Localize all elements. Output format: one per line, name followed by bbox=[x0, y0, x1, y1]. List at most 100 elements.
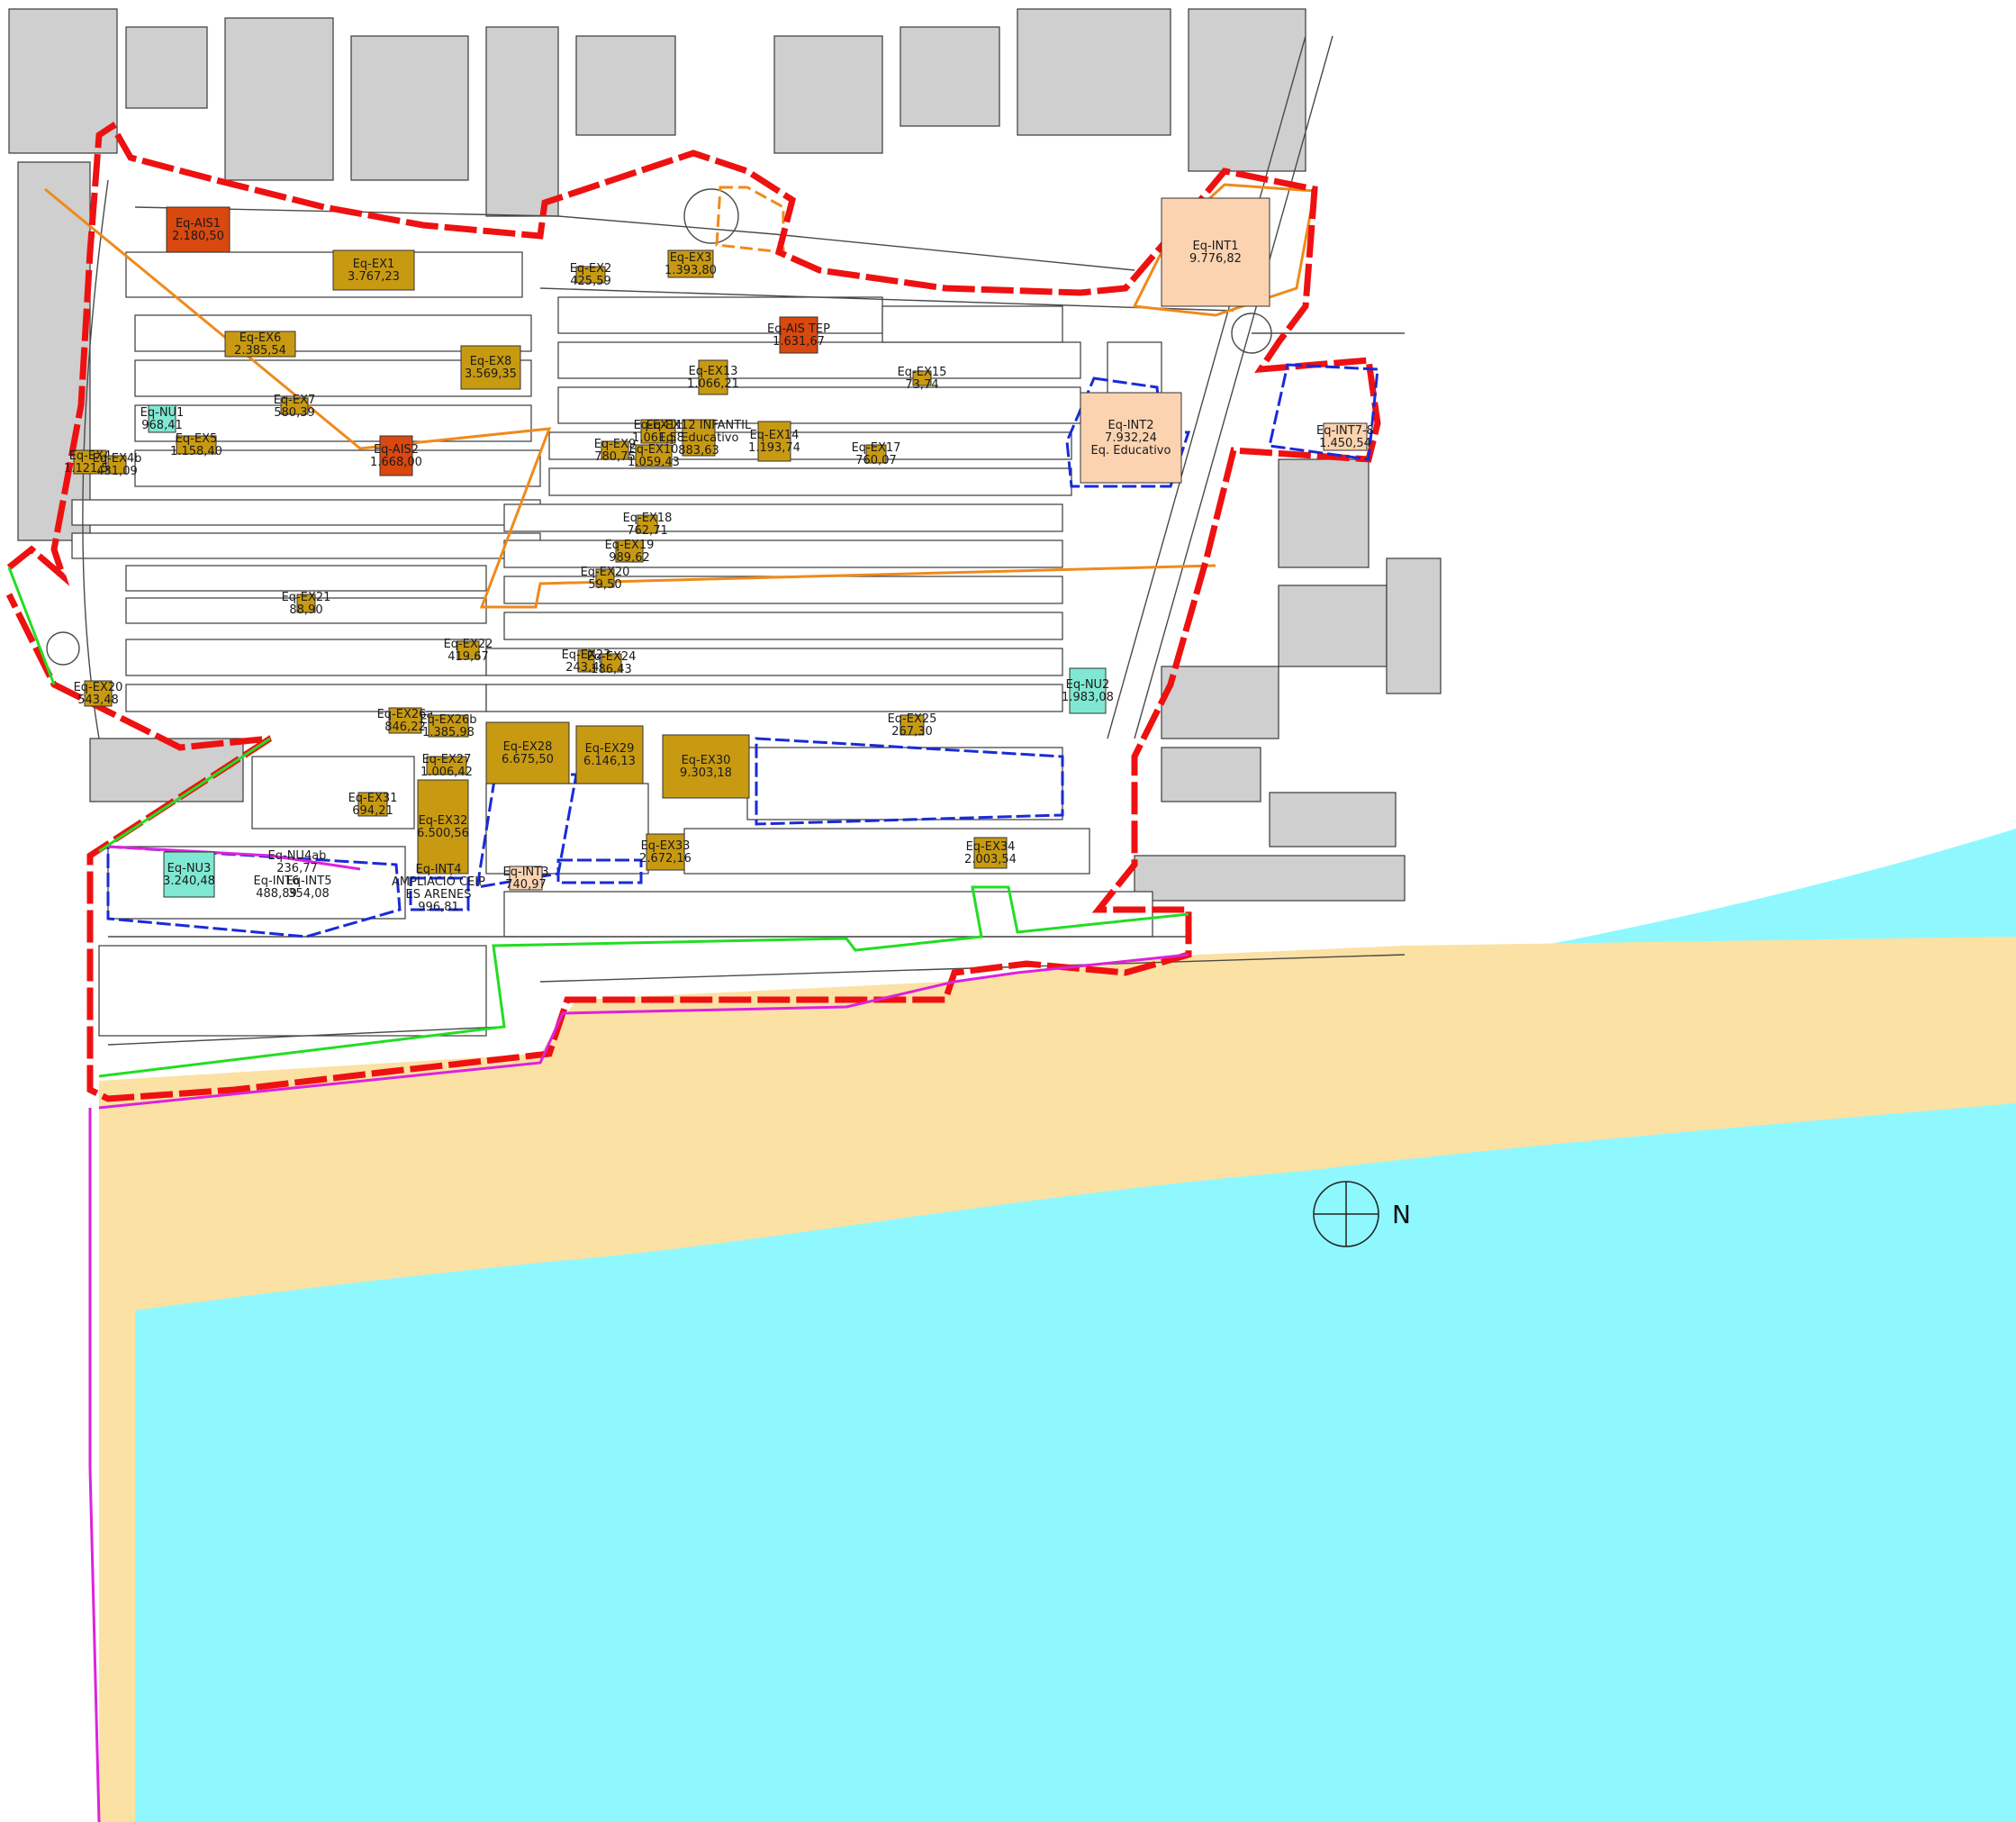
plot-area-ex31 bbox=[357, 792, 388, 817]
plot-area-ex12 bbox=[682, 419, 716, 457]
plot-label-ex4: Eq-EX4 bbox=[69, 449, 112, 463]
plot-label-ex14: 1.193,74 bbox=[748, 441, 800, 455]
plot-label-ex15: 73,74 bbox=[905, 378, 938, 392]
plot-label-ex26a: Eq-EX26a bbox=[377, 708, 434, 721]
plot-area-ex4b bbox=[107, 455, 127, 475]
plot-label-ex12: Eq-EX12 INFANTIL bbox=[646, 419, 752, 432]
plot-label-ex21: 88,90 bbox=[289, 603, 322, 617]
plot-label-ex26b: 1.385,98 bbox=[422, 726, 475, 739]
plot-label-int4: Eq-INT4 bbox=[416, 863, 462, 876]
plot-area-ais_tep bbox=[779, 316, 818, 354]
plot-label-ex28: Eq-EX28 bbox=[503, 740, 553, 754]
plot-label-ex2: 425,59 bbox=[570, 275, 611, 288]
plot-label-ex20b: 59,50 bbox=[588, 578, 621, 592]
plot-label-int4: 996,81 bbox=[418, 901, 459, 914]
plot-label-ex34: 2.003,54 bbox=[964, 853, 1017, 866]
plot-area-ex21 bbox=[296, 594, 316, 613]
plot-ex1: Eq-EX13.767,23 bbox=[332, 249, 415, 291]
plot-area-ex15 bbox=[912, 370, 932, 386]
plot-area-ex27 bbox=[426, 756, 467, 775]
plot-label-nu3: 3.240,48 bbox=[163, 875, 215, 888]
plot-area-ex1 bbox=[332, 249, 415, 291]
plot-label-ais1: 2.180,50 bbox=[172, 230, 224, 243]
plot-area-int3 bbox=[509, 866, 543, 891]
plot-label-nu2: Eq-NU2 bbox=[1066, 678, 1110, 692]
plot-label-ex8: 3.569,35 bbox=[465, 367, 517, 381]
plot-label-ex1: 3.767,23 bbox=[348, 270, 400, 284]
plot-label-ais2: Eq-AIS2 bbox=[374, 443, 419, 457]
plot-label-ex19: 989,62 bbox=[609, 551, 650, 565]
plot-area-ex29 bbox=[575, 725, 644, 784]
plot-area-nu3 bbox=[163, 851, 215, 898]
plot-label-int4: AMPLIACIÓ CEIP bbox=[392, 875, 485, 889]
plot-area-ex7 bbox=[280, 397, 309, 415]
plot-label-int4: ES ARENES bbox=[406, 888, 472, 902]
plot-label-int2: Eq-INT2 bbox=[1108, 419, 1154, 432]
plot-label-ex4b: 431,09 bbox=[96, 465, 138, 478]
plot-area-int78 bbox=[1323, 422, 1368, 451]
plot-label-ais2: 1.668,00 bbox=[370, 456, 422, 469]
plot-label-int5: 354,08 bbox=[288, 887, 330, 901]
plot-area-ex20b bbox=[595, 568, 615, 588]
plot-label-int5: Eq-INT5 bbox=[286, 875, 332, 888]
plot-area-ex2 bbox=[575, 266, 606, 284]
plot-label-ex2: Eq-EX2 bbox=[570, 262, 612, 276]
plot-label-ex24: 186,43 bbox=[591, 663, 632, 676]
plot-label-ex18: 762,71 bbox=[627, 524, 668, 538]
plot-area-ex34 bbox=[973, 837, 1008, 869]
plot-area-ex28 bbox=[485, 721, 570, 784]
plot-area-ex11 bbox=[640, 419, 676, 444]
plan-boundary-red bbox=[5, 122, 1381, 1102]
plot-area-ex30 bbox=[662, 734, 750, 799]
plot-label-ex19: Eq-EX19 bbox=[605, 539, 655, 552]
plot-label-ex9: 780,75 bbox=[594, 450, 636, 464]
plot-int78: Eq-INT7-81.450,54 bbox=[1316, 422, 1374, 451]
plot-label-ex13: 1.066,21 bbox=[687, 377, 739, 391]
plot-area-int2 bbox=[1080, 392, 1182, 484]
plot-label-nu3: Eq-NU3 bbox=[167, 862, 212, 875]
plot-area-ais1 bbox=[166, 206, 231, 253]
plot-label-ex27: Eq-EX27 bbox=[422, 753, 472, 766]
plot-area-ex5 bbox=[176, 435, 217, 455]
plot-label-ex4: 1.121,54 bbox=[64, 462, 116, 476]
plot-label-ex20: Eq-EX20 bbox=[74, 681, 123, 694]
plot-label-int3: 740,97 bbox=[505, 878, 547, 892]
plot-area-ex13 bbox=[698, 359, 728, 395]
equipment-plots: Eq-AIS12.180,50Eq-EX13.767,23Eq-EX2425,5… bbox=[64, 197, 1374, 914]
plot-label-int2: 7.932,24 bbox=[1105, 431, 1157, 445]
plot-label-ex29: 6.146,13 bbox=[583, 755, 636, 768]
plot-label-ex11: 1.061,58 bbox=[632, 431, 684, 445]
plot-area-ex3 bbox=[667, 249, 714, 278]
plot-label-ex29: Eq-EX29 bbox=[585, 742, 635, 756]
plot-label-ex18: Eq-EX18 bbox=[623, 512, 673, 525]
plot-label-ex26b: Eq-EX26b bbox=[420, 713, 476, 727]
